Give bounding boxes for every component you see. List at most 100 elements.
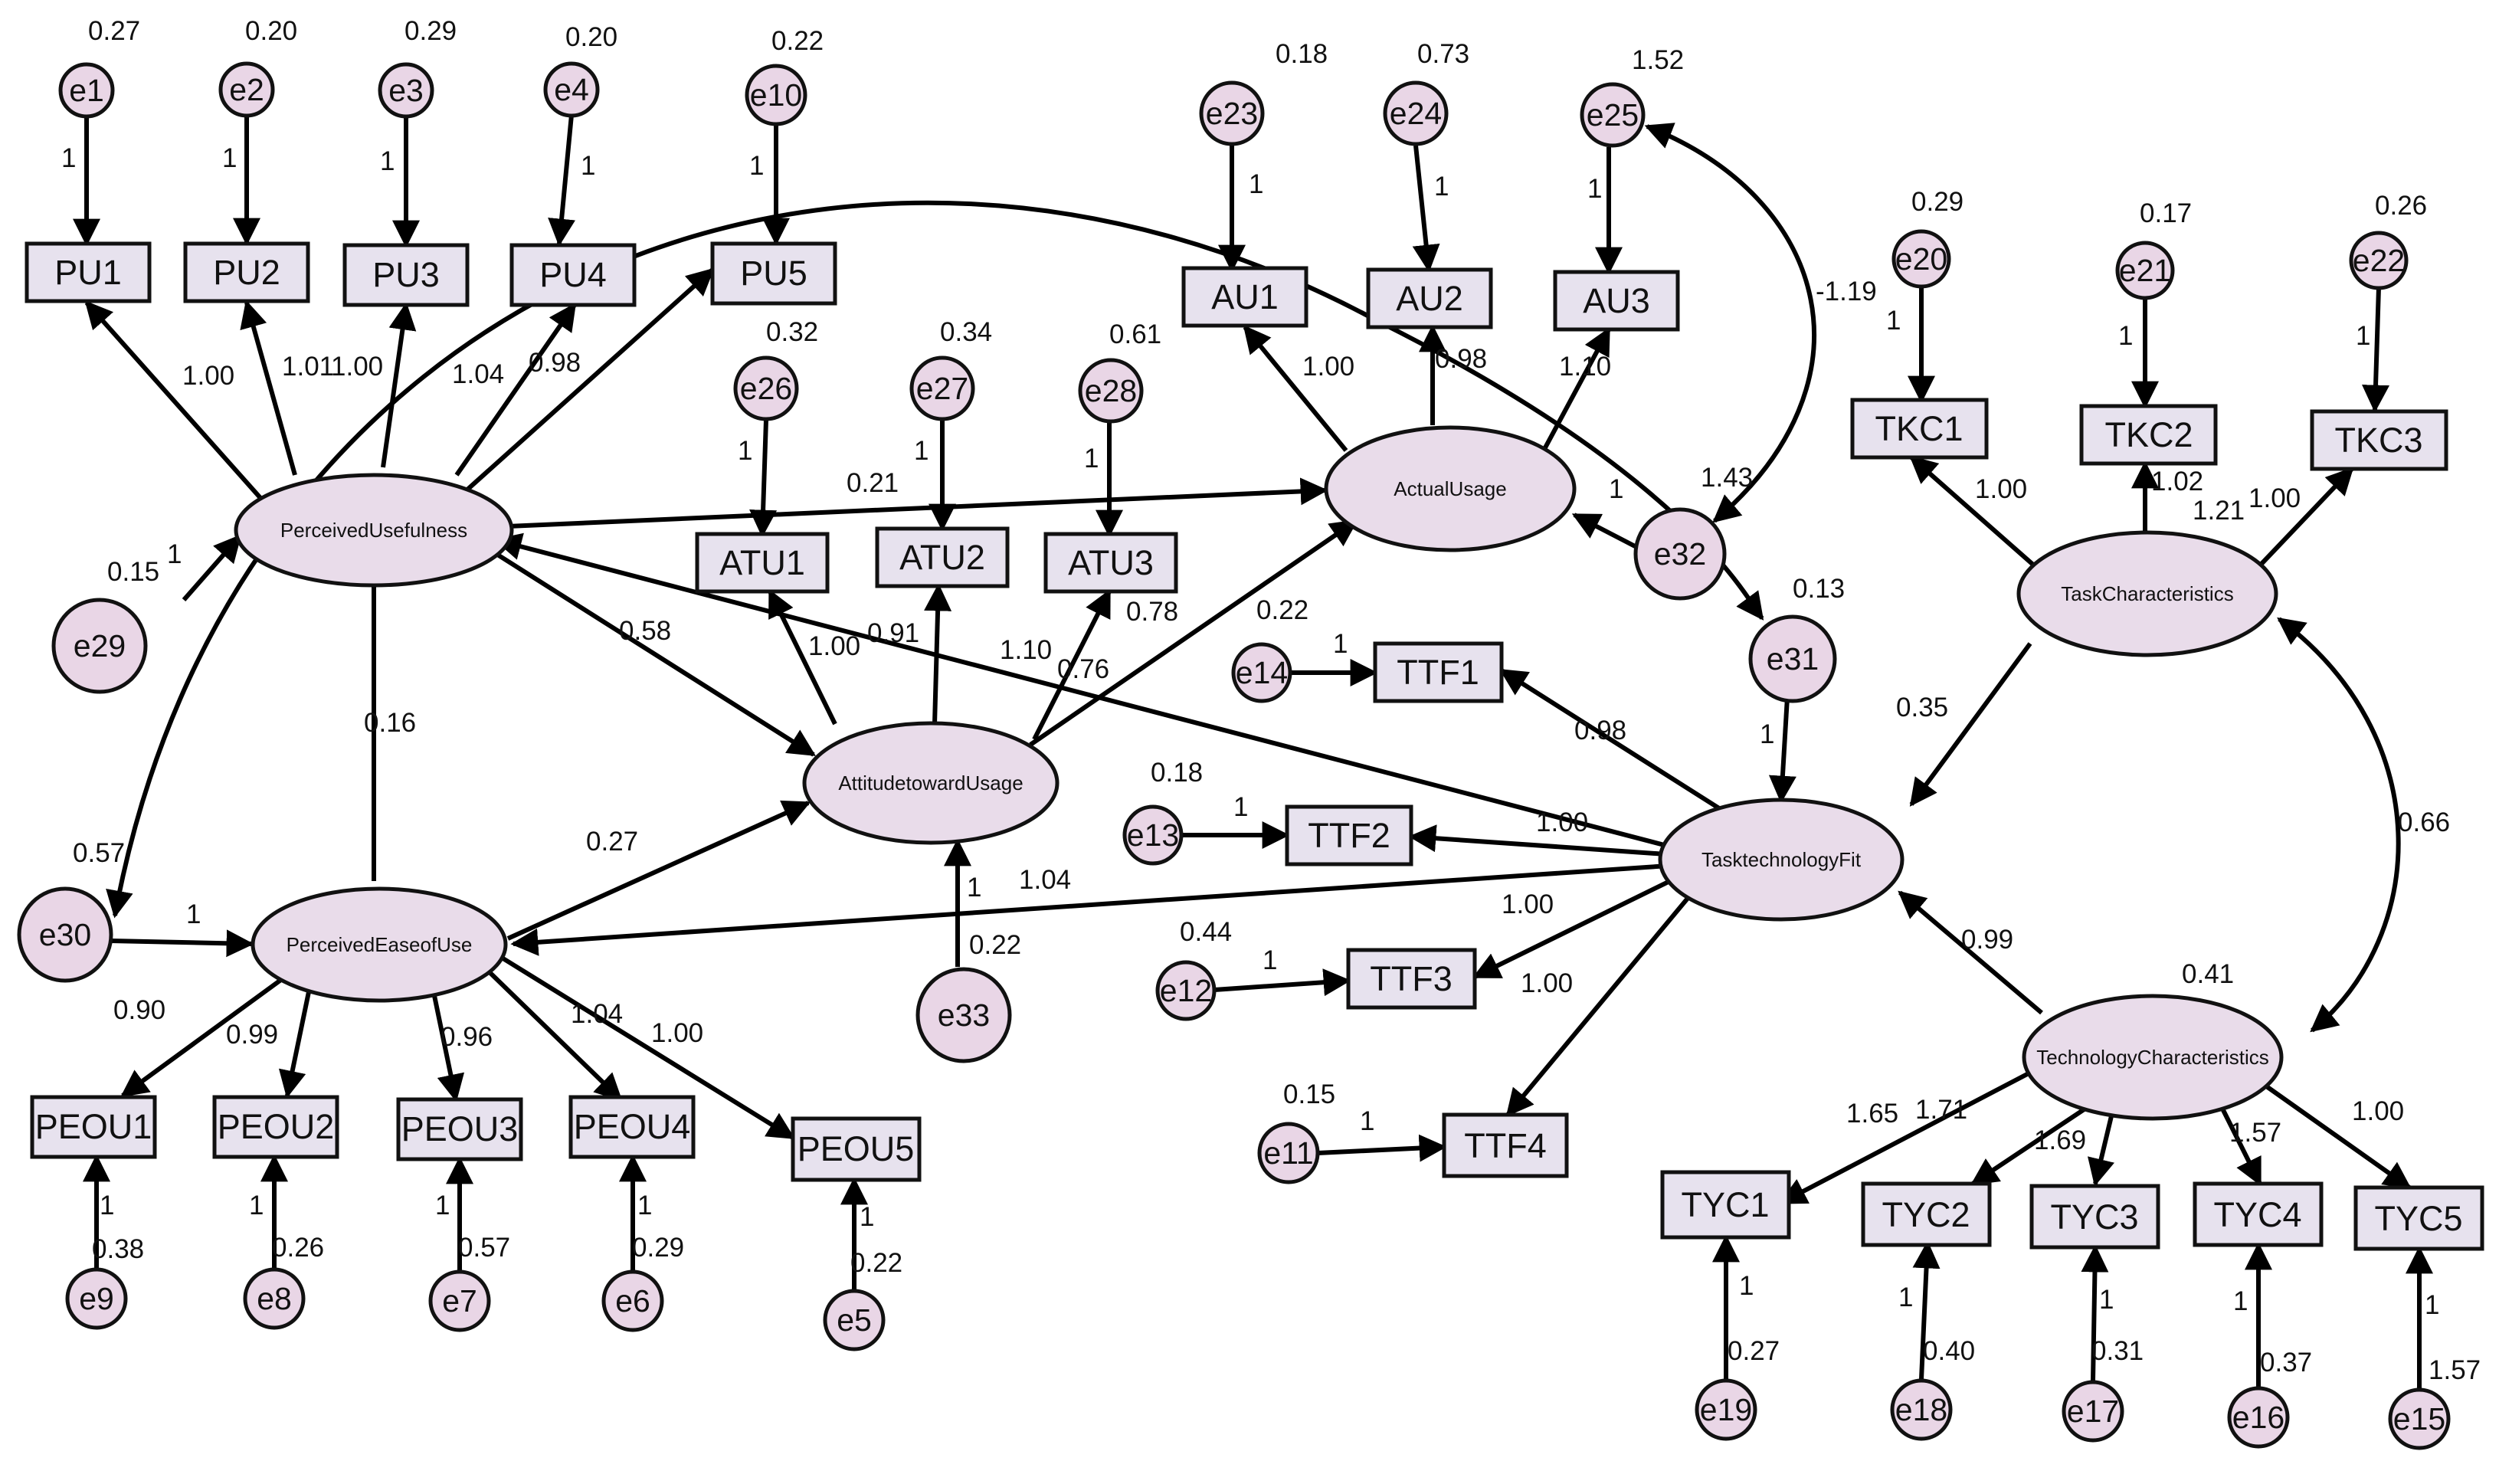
arrow-e12-ttf3 xyxy=(1213,968,1351,997)
error-e24: e24 xyxy=(1383,80,1449,146)
box-label-pu1: PU1 xyxy=(54,253,122,292)
label-loading-tkc3: 1.00 xyxy=(2248,483,2301,513)
label-variance-e29: 0.15 xyxy=(107,557,159,587)
label-fixed-e28: 1 xyxy=(1084,444,1099,473)
box-label-pu3: PU3 xyxy=(372,255,440,294)
label-variance-e15: 1.57 xyxy=(2429,1355,2481,1385)
label-fixed-e21: 1 xyxy=(2118,321,2133,351)
label-fixed-e17: 1 xyxy=(2099,1285,2114,1315)
error-label-e25: e25 xyxy=(1587,97,1639,133)
label-loading-tyc1: 1.65 xyxy=(1846,1099,1898,1129)
error-e33: e33 xyxy=(915,967,1012,1063)
error-label-e15: e15 xyxy=(2393,1401,2445,1436)
error-e12: e12 xyxy=(1155,960,1217,1021)
box-tyc3: TYC3 xyxy=(2029,1184,2160,1250)
label-fixed-e4: 1 xyxy=(581,151,595,181)
label-fixed-e11: 1 xyxy=(1360,1106,1374,1136)
label-fixed-e2: 1 xyxy=(222,143,237,173)
box-atu2: ATU2 xyxy=(875,526,1010,588)
error-e22: e22 xyxy=(2349,231,2409,290)
arrow-atu-atu3 xyxy=(1032,588,1112,741)
label-variance-e24: 0.73 xyxy=(1417,39,1469,69)
label-fixed-e12: 1 xyxy=(1263,945,1277,975)
arrow-pu-atu xyxy=(489,548,817,757)
error-label-e4: e4 xyxy=(554,72,589,107)
latent-label-pu: PerceivedUsefulness xyxy=(280,519,467,542)
box-peou1: PEOU1 xyxy=(30,1095,157,1159)
arrow-e4-pu4 xyxy=(548,114,575,247)
box-label-tyc5: TYC5 xyxy=(2374,1199,2462,1238)
label-cov-e25-e32: -1.19 xyxy=(1816,277,1877,306)
label-variance-e9: 0.38 xyxy=(92,1234,144,1264)
box-peou5: PEOU5 xyxy=(791,1116,922,1182)
error-e2: e2 xyxy=(218,61,275,118)
error-label-e6: e6 xyxy=(615,1283,650,1319)
latent-variables: PerceivedUsefulness ActualUsage Attitude… xyxy=(234,425,2284,1121)
label-variance-e27: 0.34 xyxy=(940,317,992,347)
label-loading-ttf4: 1.00 xyxy=(1521,968,1573,998)
error-e4: e4 xyxy=(543,61,600,118)
error-e25: e25 xyxy=(1580,82,1646,148)
error-label-e31: e31 xyxy=(1767,641,1819,676)
label-loading-atu1: 1.00 xyxy=(808,631,860,661)
label-loading-pu4: 1.04 xyxy=(452,359,504,389)
label-loading-tkc2: 1.02 xyxy=(2151,467,2203,496)
error-terms: e1 e2 e3 e4 e10 e23 e24 e25 e20 e21 e22 … xyxy=(17,61,2451,1450)
latent-tkc: TaskCharacteristics xyxy=(2016,530,2278,657)
label-variance-e12: 0.44 xyxy=(1180,917,1232,947)
error-e28: e28 xyxy=(1078,358,1144,424)
label-loading-pu2: 1.01 xyxy=(282,352,334,382)
error-label-e33: e33 xyxy=(938,998,990,1033)
box-tyc4: TYC4 xyxy=(2193,1181,2324,1247)
error-e26: e26 xyxy=(733,355,799,421)
label-variance-e21: 0.17 xyxy=(2140,198,2192,228)
box-label-peou4: PEOU4 xyxy=(574,1107,691,1146)
error-e29: e29 xyxy=(51,598,148,694)
label-fixed-e7: 1 xyxy=(435,1191,450,1220)
label-loading-atu3: 1.10 xyxy=(1000,635,1052,665)
error-e10: e10 xyxy=(745,64,807,126)
error-e14: e14 xyxy=(1231,642,1292,703)
label-fixed-e22: 1 xyxy=(2356,321,2370,351)
label-loading-peou1: 0.90 xyxy=(113,995,165,1025)
arrow-ttf-ttf3 xyxy=(1472,875,1679,979)
label-fixed-e1: 1 xyxy=(61,143,76,173)
box-pu2: PU2 xyxy=(183,241,310,303)
label-loading-tyc5: 1.00 xyxy=(2352,1096,2404,1126)
arrow-tyc-tyc1 xyxy=(1778,1070,2032,1205)
error-e1: e1 xyxy=(58,62,115,119)
label-variance-e4: 0.20 xyxy=(565,22,617,52)
label-variance-e11: 0.15 xyxy=(1283,1079,1335,1109)
error-e3: e3 xyxy=(378,62,434,119)
error-label-e1: e1 xyxy=(69,73,104,108)
error-e6: e6 xyxy=(601,1269,664,1332)
label-fixed-e15: 1 xyxy=(2425,1290,2439,1320)
error-label-e16: e16 xyxy=(2232,1400,2284,1435)
latent-atu: AttitudetowardUsage xyxy=(802,721,1060,845)
label-fixed-e20: 1 xyxy=(1886,306,1901,336)
label-variance-tyc: 0.41 xyxy=(2182,959,2234,989)
error-e5: e5 xyxy=(823,1289,886,1351)
error-e13: e13 xyxy=(1122,804,1184,866)
error-label-e26: e26 xyxy=(740,371,792,406)
error-label-e8: e8 xyxy=(257,1281,292,1316)
arrow-peou-peou5 xyxy=(500,955,796,1140)
arrow-tkc-tkc3 xyxy=(2258,467,2354,568)
arrow-e26-atu1 xyxy=(749,419,778,538)
error-label-e10: e10 xyxy=(750,77,802,113)
label-variance-e18: 0.40 xyxy=(1923,1336,1975,1366)
box-tkc3: TKC3 xyxy=(2310,409,2448,471)
arrow-e18-tyc2 xyxy=(1912,1240,1941,1380)
error-label-e5: e5 xyxy=(837,1302,872,1338)
error-e11: e11 xyxy=(1257,1122,1320,1184)
latent-ttf: TasktechnologyFit xyxy=(1658,798,1905,922)
box-label-pu4: PU4 xyxy=(539,255,607,294)
label-path-peou-pu: 0.16 xyxy=(364,708,416,738)
label-variance-e33: 0.22 xyxy=(969,930,1021,960)
latent-label-atu: AttitudetowardUsage xyxy=(838,771,1023,794)
error-label-e18: e18 xyxy=(1895,1392,1947,1427)
error-label-e14: e14 xyxy=(1236,655,1288,690)
error-e15: e15 xyxy=(2388,1387,2451,1450)
label-loading-peou5: 1.00 xyxy=(651,1018,703,1048)
label-variance-e13: 0.18 xyxy=(1151,758,1203,788)
